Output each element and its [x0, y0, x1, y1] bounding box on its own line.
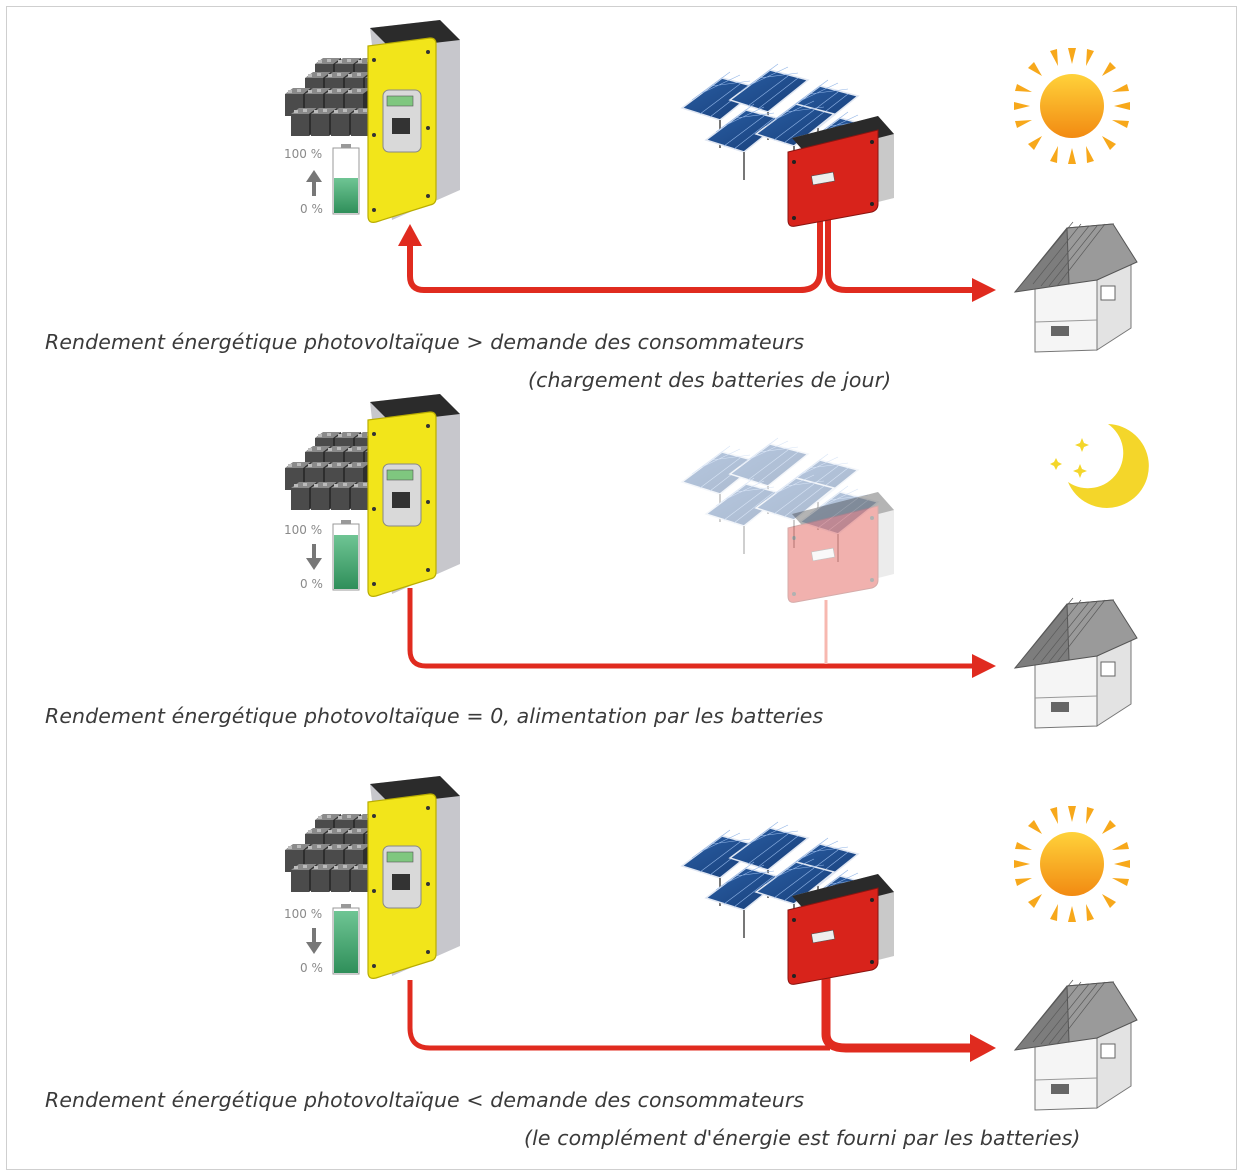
arrowhead-right	[972, 654, 996, 678]
scenario-3: 100 % 0 %	[284, 775, 1138, 1111]
battery-level-fill	[334, 178, 358, 213]
scenario-2-caption: Rendement énergétique photovoltaïque = 0…	[45, 704, 824, 728]
flow-to-battery-arrow	[407, 215, 823, 293]
scenario-2: 100 % 0 %	[284, 393, 1149, 729]
arrowhead-right	[972, 278, 996, 302]
discharge-down-icon	[306, 928, 322, 954]
scenario-3-caption-line1: Rendement énergétique photovoltaïque < d…	[45, 1088, 805, 1112]
soc-top-label: 100 %	[284, 147, 322, 161]
house-icon	[1014, 979, 1138, 1111]
house-icon	[1014, 597, 1138, 729]
sun-icon	[1014, 48, 1130, 164]
house-icon	[1014, 221, 1138, 353]
battery-level-fill	[334, 535, 358, 589]
flow-to-house-arrow	[825, 215, 975, 293]
soc-bottom-label: 0 %	[300, 577, 323, 591]
battery-level-fill	[334, 911, 358, 973]
star-icon	[1075, 438, 1089, 452]
soc-bottom-label: 0 %	[300, 202, 323, 216]
diagram-frame	[6, 6, 1237, 1170]
moon-icon	[1050, 424, 1149, 508]
star-icon	[1050, 458, 1062, 470]
battery-inverter	[367, 775, 461, 980]
arrowhead-up	[398, 224, 422, 246]
star-icon	[1073, 464, 1087, 478]
sun-icon	[1014, 806, 1130, 922]
scenario-1-caption-line1: Rendement énergétique photovoltaïque > d…	[45, 330, 805, 354]
scenario-1: 100 % 0 %	[284, 19, 1138, 353]
arrowhead-right	[970, 1034, 996, 1062]
battery-inverter	[367, 19, 461, 223]
scenario-1-caption-line2: (chargement des batteries de jour)	[528, 368, 892, 392]
flow-from-battery-arrow	[407, 980, 830, 1051]
scenario-3-caption-line2: (le complément d'énergie est fourni par …	[524, 1126, 1081, 1150]
discharge-down-icon	[306, 544, 322, 570]
battery-inverter	[367, 393, 461, 598]
charge-up-icon	[306, 170, 322, 196]
soc-top-label: 100 %	[284, 523, 322, 537]
soc-top-label: 100 %	[284, 907, 322, 921]
soc-bottom-label: 0 %	[300, 961, 323, 975]
flow-to-house-arrow	[821, 972, 975, 1053]
flow-to-house-arrow	[407, 588, 975, 669]
